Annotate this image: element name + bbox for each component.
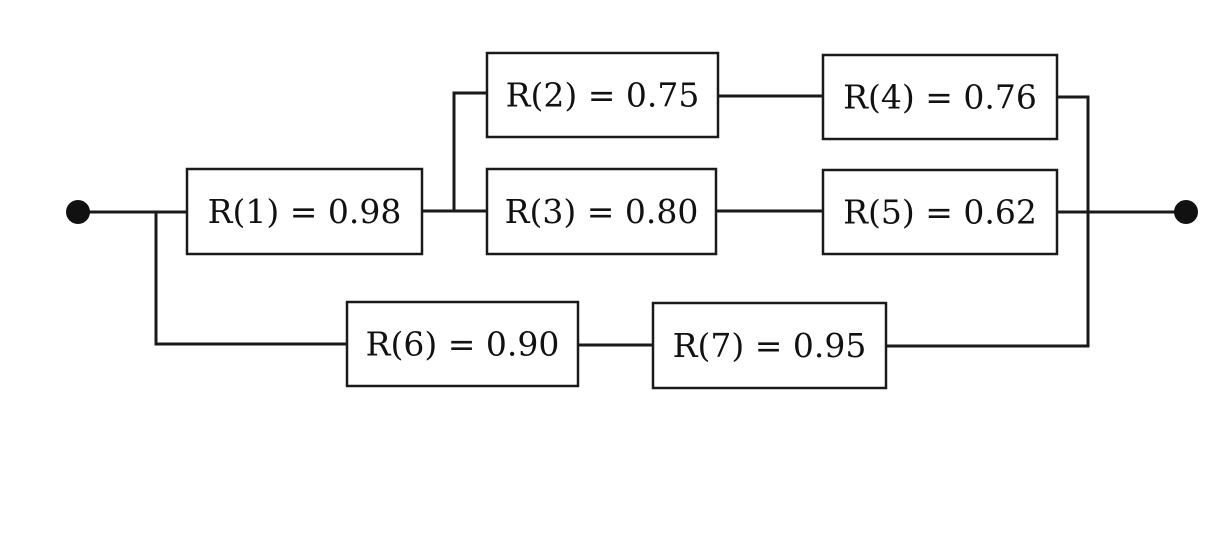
block-r4-label: R(4) = 0.76 [843,78,1037,117]
output-terminal [1174,200,1198,224]
wire-split-to-r2 [452,91,489,213]
block-r1: R(1) = 0.98 [185,167,424,256]
block-r5-label: R(5) = 0.62 [843,193,1037,232]
block-r6: R(6) = 0.90 [345,300,580,388]
block-r3: R(3) = 0.80 [485,167,718,256]
wiring [76,91,1188,348]
block-r7-label: R(7) = 0.95 [673,326,867,365]
input-terminal [66,200,90,224]
block-r7: R(7) = 0.95 [651,301,888,390]
block-r3-label: R(3) = 0.80 [505,192,699,231]
wire-r4-to-output [1055,95,1090,348]
block-r2-label: R(2) = 0.75 [506,76,700,115]
block-r6-label: R(6) = 0.90 [366,325,560,364]
block-r5: R(5) = 0.62 [821,168,1059,256]
block-r2: R(2) = 0.75 [485,51,720,139]
block-r4: R(4) = 0.76 [821,53,1059,141]
block-r1-label: R(1) = 0.98 [208,192,402,231]
wire-input-to-r6 [154,210,349,346]
